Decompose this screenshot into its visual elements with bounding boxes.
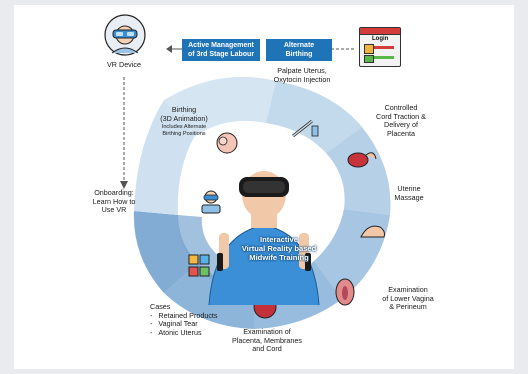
ring-segment-birthing (164, 76, 276, 137)
vr-trainee-illustration (208, 171, 320, 305)
ring-segment-onboarding (134, 100, 194, 215)
vr-headset-icon (104, 14, 146, 56)
alternate-birthing-label: Alternate Birthing (283, 42, 315, 58)
examination-placenta-label: Examination of Placenta, Membranes and C… (232, 327, 302, 354)
cases-item: - Vaginal Tear (150, 319, 198, 329)
anatomy-icon (335, 278, 355, 306)
active-management-label: Active Management of 3rd Stage Labour (187, 42, 255, 58)
login-title: Login (372, 36, 389, 42)
examination-lower-label: Examination of Lower Vagina & Perineum (382, 285, 434, 312)
cases-item: - Atonic Uterus (150, 327, 202, 337)
onboarding-label: Onboarding: Learn How to Use VR (92, 188, 136, 215)
ring-segment-palpate (266, 81, 362, 153)
syringe-icon (292, 119, 319, 138)
abc-blocks-icon (188, 254, 210, 277)
massage-hands-icon (360, 225, 385, 238)
cases-title: Cases (150, 302, 171, 311)
alternate-birthing-box: Alternate Birthing (266, 39, 332, 61)
palpate-label: Palpate Uterus, Oxytocin Injection (273, 66, 331, 84)
cases-block: Cases - Retained Products - Vaginal Tear… (150, 302, 230, 337)
baby-icon (216, 132, 238, 154)
birthing-subtitle: Includes Alternate Birthing Positions (161, 124, 207, 137)
uterine-massage-label: Uterine Massage (394, 184, 424, 202)
ring-segment-cases (133, 211, 198, 293)
vr-device-label: VR Device (107, 60, 141, 69)
ring-segment-placenta (164, 263, 254, 329)
cases-item: - Retained Products (150, 310, 218, 320)
active-management-box: Active Management of 3rd Stage Labour (182, 39, 260, 61)
ring-segment-cord (326, 127, 391, 215)
birthing-title: Birthing (3D Animation) (160, 105, 208, 123)
vr-onboarding-icon (201, 190, 221, 214)
center-title: Interactive Virtual Reality based Midwif… (241, 235, 317, 262)
controlled-cord-label: Controlled Cord Traction & Delivery of P… (376, 103, 426, 138)
login-window-icon: Login (359, 27, 401, 67)
diagram-canvas: VR Device Active Management of 3rd Stage… (14, 5, 514, 369)
placenta-delivery-icon (347, 152, 377, 168)
